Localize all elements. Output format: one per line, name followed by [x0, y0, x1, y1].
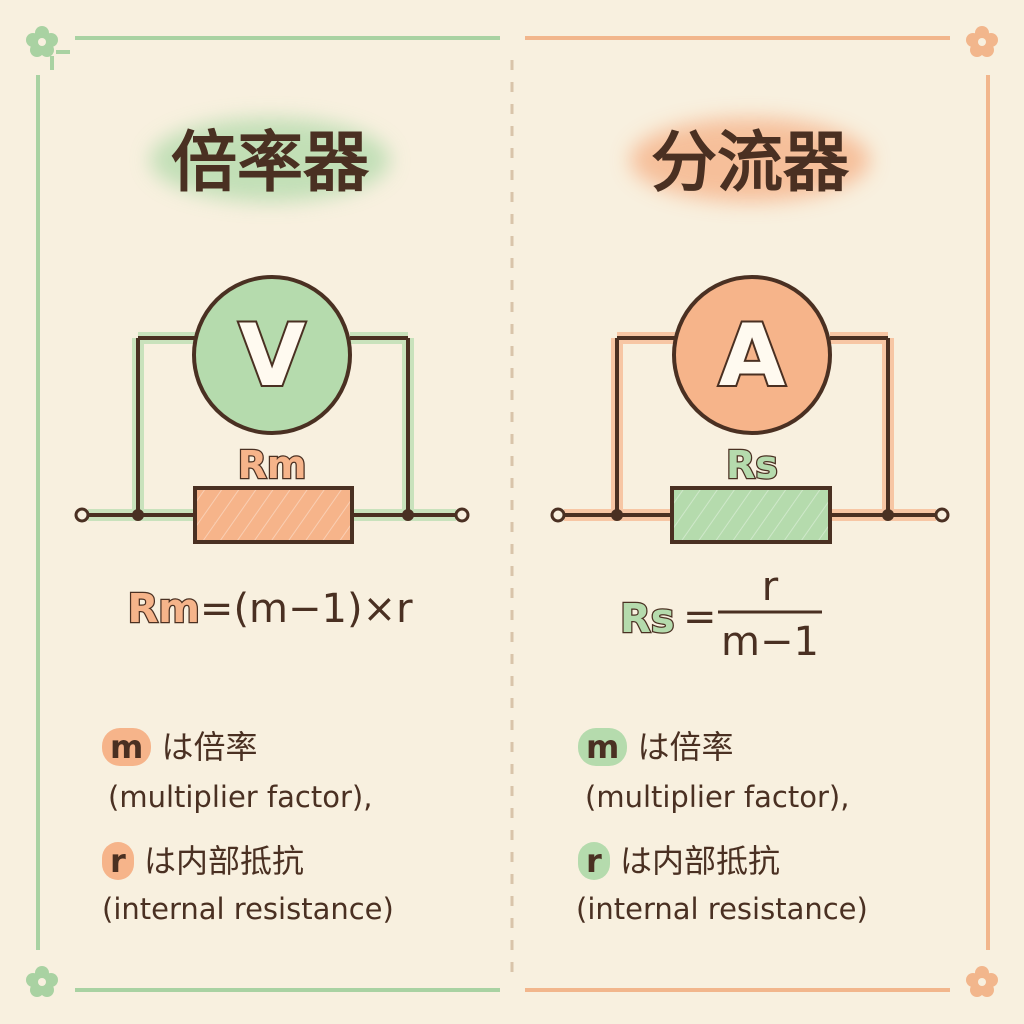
- right-title: 分流器: [651, 124, 850, 201]
- right-note-r: r は内部抵抗: [578, 836, 780, 882]
- voltmeter-symbol: V: [239, 306, 306, 406]
- shunt-formula-numerator: r: [762, 564, 779, 610]
- var-m-badge: m: [102, 728, 152, 766]
- ammeter-symbol: A: [719, 306, 786, 406]
- var-r-badge: r: [102, 842, 134, 880]
- left-note-r: r は内部抵抗: [102, 836, 304, 882]
- right-note-m: m は倍率: [578, 722, 734, 768]
- var-m-badge: m: [578, 728, 628, 766]
- ammeter: [672, 275, 832, 435]
- left-title: 倍率器: [171, 124, 370, 201]
- shunt-formula-lhs: Rs: [620, 596, 675, 642]
- right-note-m-desc: (multiplier factor),: [585, 780, 850, 814]
- left-note-m-desc: (multiplier factor),: [108, 780, 373, 814]
- flower-icon: [26, 26, 58, 57]
- left-circuit: [74, 332, 470, 523]
- voltmeter: [192, 275, 352, 435]
- left-note-r-desc: (internal resistance): [102, 892, 394, 926]
- note-text: は内部抵抗: [619, 842, 780, 880]
- multiplier-formula: Rm=(m−1)×r: [127, 586, 413, 632]
- note-text: は内部抵抗: [143, 842, 304, 880]
- right-note-r-desc: (internal resistance): [576, 892, 868, 926]
- shunt-formula-denominator: m−1: [721, 619, 819, 665]
- var-r-badge: r: [578, 842, 610, 880]
- left-note-m: m は倍率: [102, 722, 258, 768]
- multiplier-resistor-label: Rm: [238, 443, 307, 487]
- flower-icon: [966, 26, 998, 57]
- right-circuit: [550, 332, 950, 523]
- note-text: は倍率: [161, 728, 258, 766]
- right-frame: [525, 36, 990, 992]
- flower-icon: [26, 966, 58, 997]
- shunt-resistor-label: Rs: [726, 443, 778, 487]
- flower-icon: [966, 966, 998, 997]
- shunt-formula-eq: =: [683, 594, 717, 640]
- left-frame: [36, 36, 500, 992]
- note-text: は倍率: [637, 728, 734, 766]
